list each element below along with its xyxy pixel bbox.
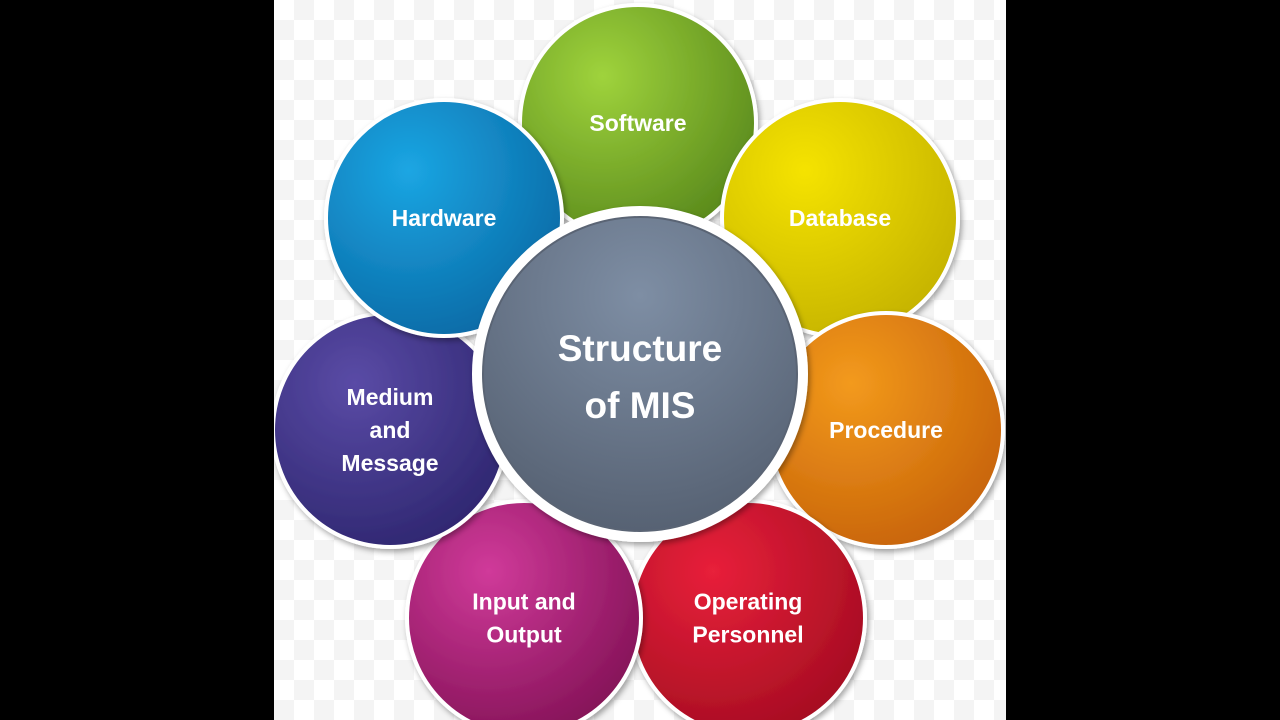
center-title-line: of MIS bbox=[585, 385, 696, 426]
petal-label: Procedure bbox=[829, 417, 943, 443]
center-circle bbox=[482, 216, 798, 532]
petal-label: Database bbox=[789, 205, 891, 231]
petal-software: Software bbox=[518, 3, 758, 243]
petal-label: Personnel bbox=[692, 622, 803, 648]
petal-label: and bbox=[370, 417, 411, 443]
petal-label: Software bbox=[589, 110, 686, 136]
center-hub: Structure of MIS bbox=[472, 206, 808, 542]
petal-label: Output bbox=[486, 622, 562, 648]
petal-label: Input and bbox=[472, 589, 575, 615]
petal-label: Medium bbox=[347, 384, 434, 410]
center-title-line: Structure bbox=[558, 328, 722, 369]
mis-structure-diagram: SoftwareDatabaseProcedureOperatingPerson… bbox=[274, 3, 1005, 720]
petal-database: Database bbox=[720, 98, 960, 338]
petal-circle bbox=[405, 499, 643, 720]
petal-label: Hardware bbox=[392, 205, 497, 231]
petal-label: Message bbox=[341, 450, 438, 476]
petal-label: Operating bbox=[694, 589, 803, 615]
